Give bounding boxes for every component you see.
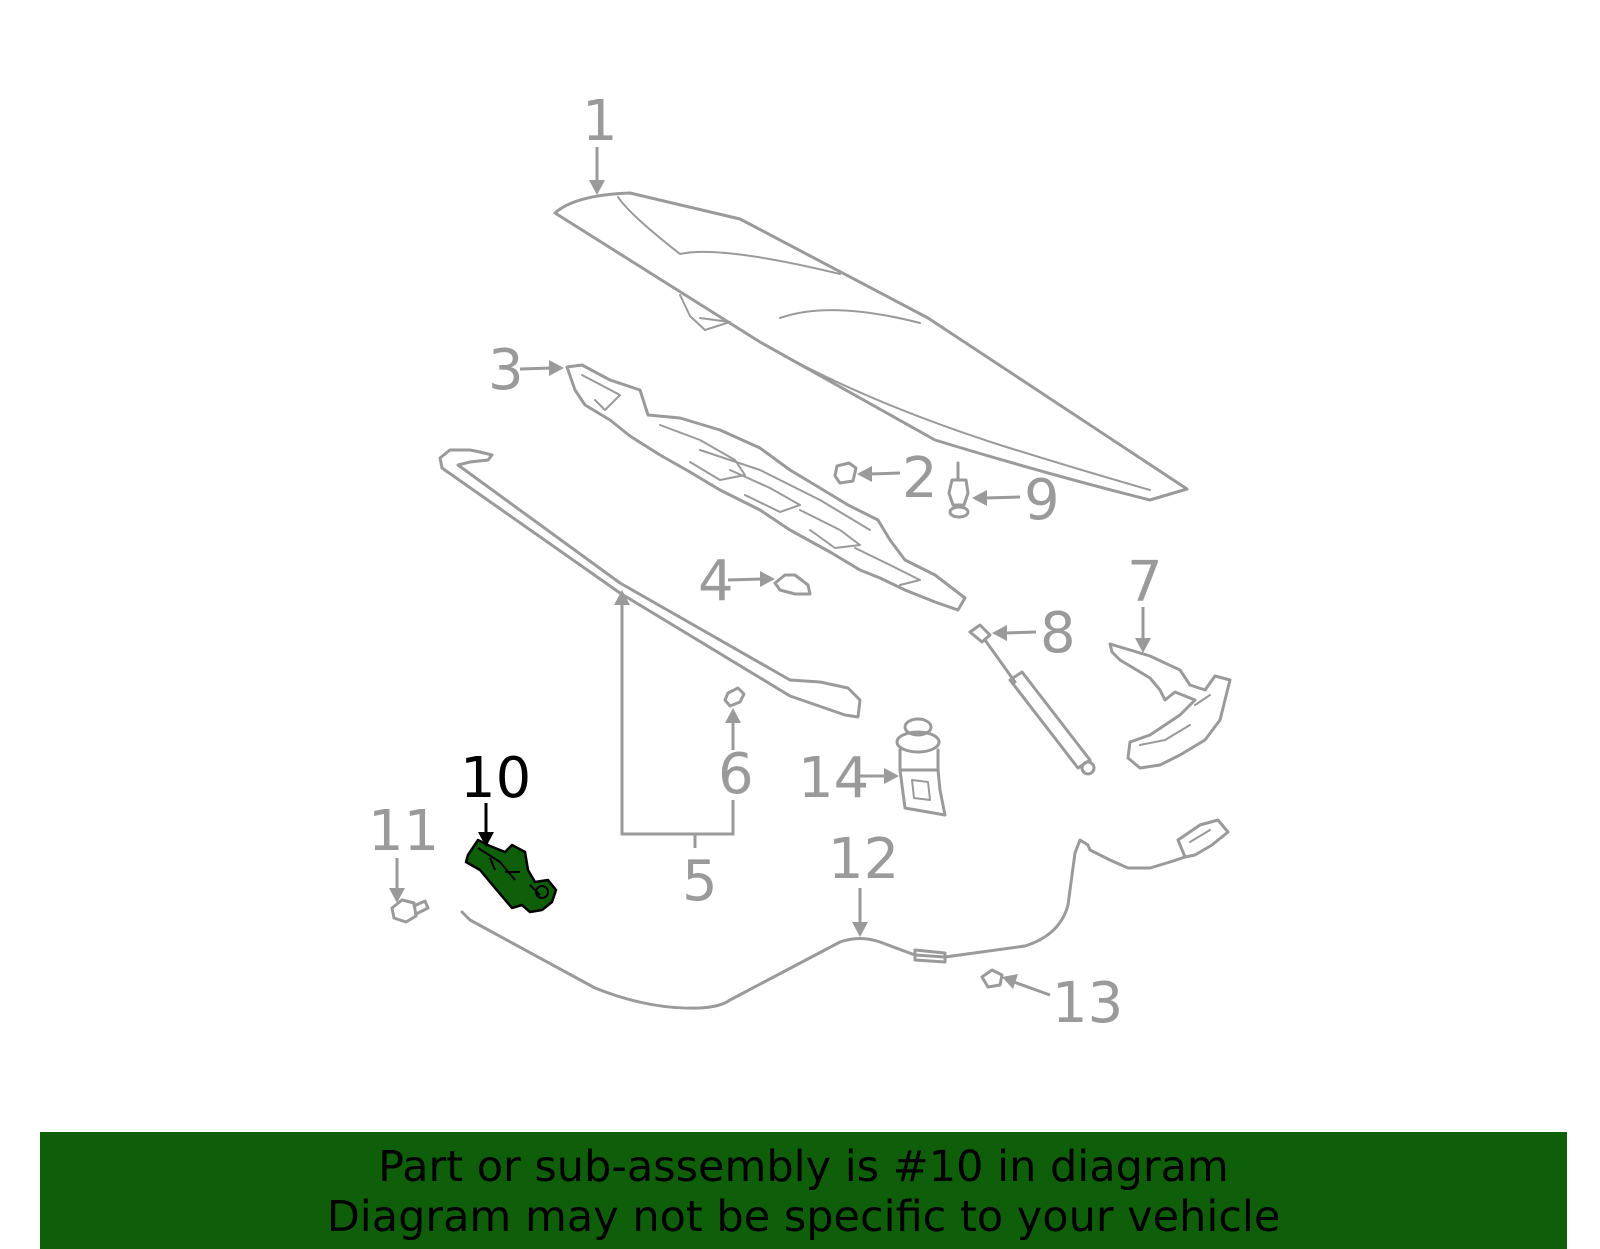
callout-1-label: 1: [582, 89, 618, 154]
callout-5: 5: [614, 590, 735, 914]
callout-7: 7: [1127, 550, 1163, 653]
part-9-clip[interactable]: [947, 461, 970, 519]
callout-14-label: 14: [798, 746, 869, 811]
callout-11-label: 11: [368, 799, 439, 864]
info-banner: Part or sub-assembly is #10 in diagram D…: [40, 1132, 1567, 1249]
callout-3-label: 3: [488, 338, 524, 403]
banner-line-part: Part or sub-assembly is #10 in diagram: [378, 1142, 1229, 1192]
part-7-hinge[interactable]: [1108, 642, 1232, 770]
callout-10: 10: [460, 746, 531, 847]
callout-12: 12: [828, 827, 899, 937]
part-12-release-cable[interactable]: [460, 818, 1230, 1010]
part-13-clip[interactable]: [980, 968, 1004, 989]
part-3-hood-insulator[interactable]: [565, 363, 967, 612]
callout-8-label: 8: [1040, 601, 1076, 666]
part-5-hood-seal[interactable]: [438, 448, 862, 719]
part-4-cushion[interactable]: [773, 573, 812, 596]
callout-12-label: 12: [828, 827, 899, 892]
callout-2-label: 2: [902, 446, 938, 511]
callout-1: 1: [582, 89, 618, 195]
callout-8: 8: [992, 601, 1076, 666]
banner-line-disclaimer: Diagram may not be specific to your vehi…: [326, 1192, 1281, 1242]
callout-4-label: 4: [698, 549, 734, 614]
callout-5-label: 5: [682, 849, 718, 914]
part-11-bolt[interactable]: [390, 898, 430, 924]
part-6-clip[interactable]: [723, 686, 746, 708]
callout-7-label: 7: [1127, 550, 1163, 615]
callout-4: 4: [698, 549, 775, 614]
callout-13-label: 13: [1052, 971, 1123, 1036]
part-1-hood[interactable]: [553, 191, 1189, 502]
callout-9: 9: [972, 468, 1060, 533]
part-8-lift-support[interactable]: [968, 623, 1096, 776]
callout-6: 6: [718, 708, 754, 807]
callout-10-label: 10: [460, 746, 531, 811]
part-14-actuator[interactable]: [895, 717, 947, 817]
part-2-bumper[interactable]: [833, 461, 858, 485]
callout-14: 14: [798, 746, 899, 811]
callout-9-label: 9: [1024, 468, 1060, 533]
callout-3: 3: [488, 338, 564, 403]
callout-6-label: 6: [718, 742, 754, 807]
part-10-hood-latch[interactable]: [464, 838, 558, 914]
callout-11: 11: [368, 799, 439, 903]
callout-2: 2: [857, 446, 938, 511]
callout-13: 13: [1002, 971, 1123, 1036]
